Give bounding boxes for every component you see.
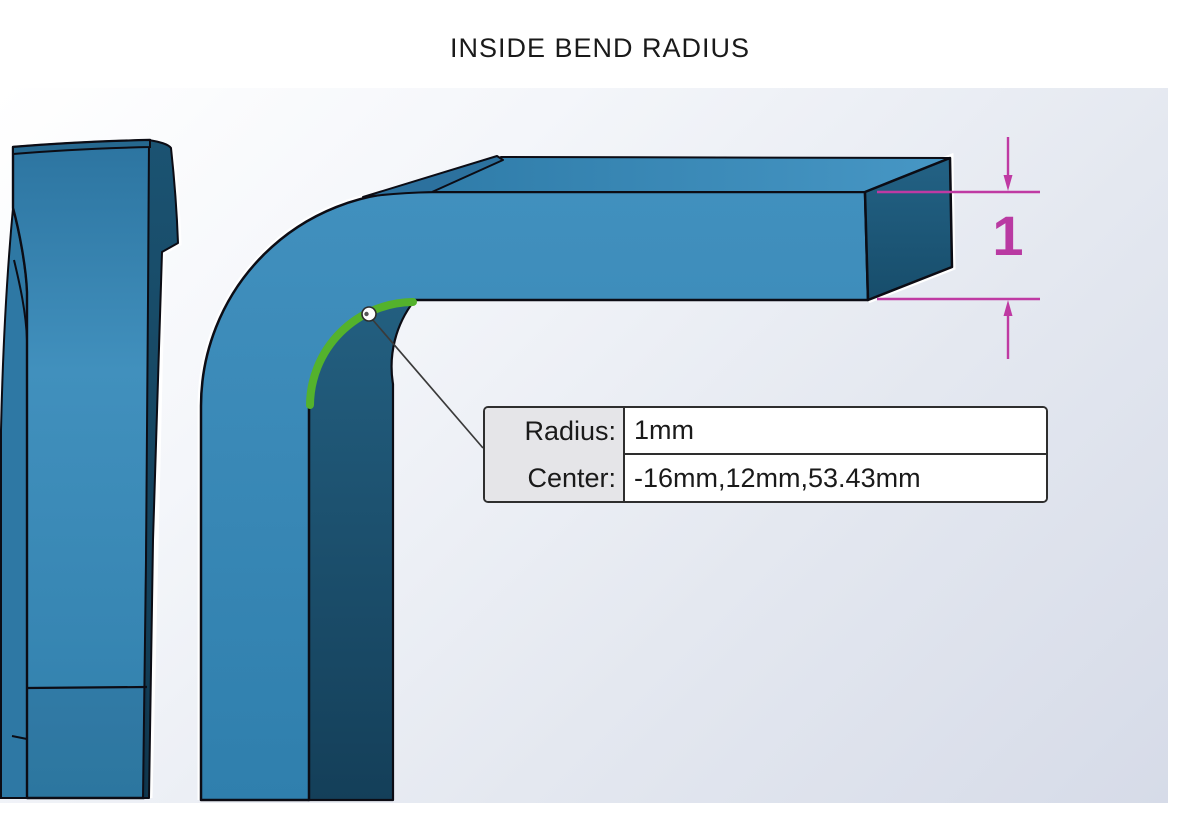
callout-radius-value: 1mm (625, 408, 1046, 455)
left-part-side-strip[interactable] (0, 207, 28, 799)
thickness-dimension[interactable] (877, 137, 1040, 359)
bend-point-marker-dot (364, 311, 369, 317)
left-part-notch-edge (11, 735, 28, 740)
dimension-value[interactable]: 1 (992, 204, 1024, 267)
left-part-edge-face[interactable] (142, 139, 179, 799)
callout-center-label: Center: (485, 455, 625, 501)
page-title: INSIDE BEND RADIUS (449, 33, 751, 63)
dimension-arrowhead-down-icon (1003, 175, 1013, 191)
main-part-top-face[interactable] (428, 156, 951, 193)
radius-callout[interactable]: Radius: 1mm Center: -16mm,12mm,53.43mm (483, 406, 1048, 503)
callout-center-value: -16mm,12mm,53.43mm (625, 455, 1046, 501)
left-part-top-edge (12, 138, 151, 156)
bend-radius-highlight-edge[interactable] (306, 298, 417, 409)
callout-radius-label: Radius: (485, 408, 625, 455)
left-part-lower-face (27, 687, 147, 798)
left-part-body[interactable] (0, 138, 182, 800)
main-part-side-face[interactable] (306, 299, 416, 802)
callout-leader-line (371, 318, 484, 449)
left-part-feature-edge (26, 685, 148, 690)
dimension-arrowhead-up-icon (1003, 300, 1013, 316)
main-part-bend-sliver (362, 155, 504, 198)
bend-point-marker[interactable] (361, 306, 377, 322)
main-part-end-face[interactable] (863, 156, 954, 302)
left-part-sliver-edge (13, 259, 28, 341)
